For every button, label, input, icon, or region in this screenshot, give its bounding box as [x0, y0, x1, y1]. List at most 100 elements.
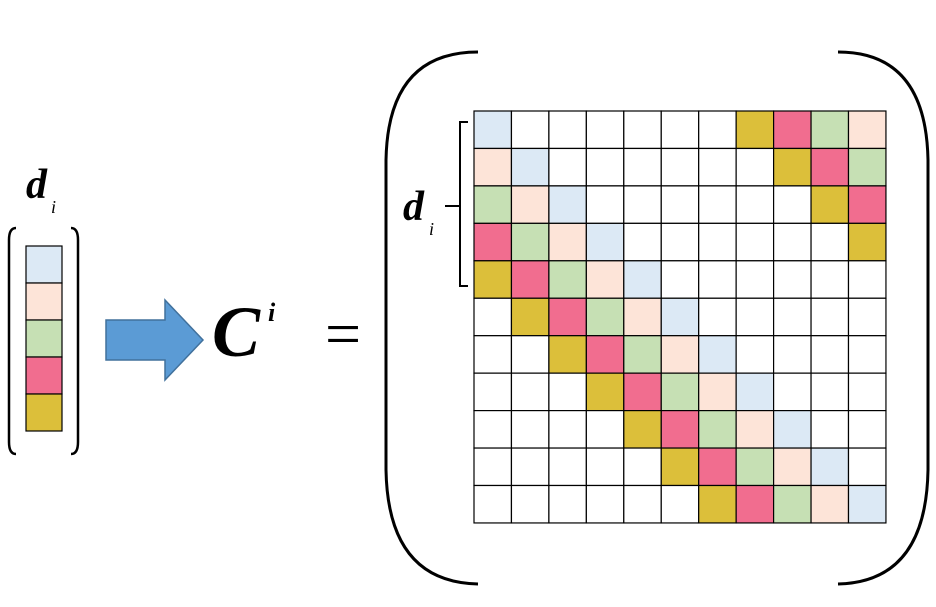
vector-cell	[25, 393, 63, 432]
matrix-cell	[735, 447, 775, 487]
matrix-cell	[473, 484, 513, 524]
matrix-cell	[772, 335, 812, 374]
matrix-cell	[623, 297, 662, 337]
matrix-cell	[473, 372, 513, 412]
matrix-cell	[698, 372, 737, 412]
matrix-cell	[548, 297, 587, 337]
vector-cell	[25, 356, 63, 395]
matrix-cell	[548, 185, 587, 224]
matrix-cell	[698, 447, 737, 487]
matrix-left-paren	[384, 50, 479, 586]
matrix-cell	[473, 297, 513, 337]
matrix-cell	[735, 484, 775, 524]
matrix-cell	[660, 372, 700, 412]
vector-label-subscript: i	[51, 197, 57, 217]
matrix-cell	[623, 372, 662, 412]
matrix-cell	[772, 297, 812, 337]
matrix-cell	[548, 410, 587, 449]
result-label-superscript: i	[268, 298, 276, 327]
matrix-cell	[585, 260, 625, 299]
matrix-cell	[698, 297, 737, 337]
matrix-cell	[772, 147, 812, 187]
matrix-cell	[548, 147, 587, 187]
matrix-cell	[510, 222, 550, 262]
vector-cells	[25, 245, 63, 432]
matrix-cell	[548, 447, 587, 487]
matrix-cell	[735, 110, 775, 150]
matrix-cell	[810, 110, 850, 150]
matrix-cell	[847, 110, 887, 150]
matrix-cell	[772, 410, 812, 449]
matrix-cell	[473, 447, 513, 487]
matrix-cell	[623, 447, 662, 487]
matrix-cell	[473, 222, 513, 262]
matrix-cell	[510, 185, 550, 224]
equals-sign: =	[325, 298, 362, 369]
vector-cell	[25, 245, 63, 284]
right-arrow-icon	[105, 298, 205, 382]
matrix-cell	[623, 185, 662, 224]
matrix-cell	[510, 484, 550, 524]
matrix-cell	[698, 185, 737, 224]
matrix-cell	[847, 222, 887, 262]
matrix-cell	[698, 410, 737, 449]
matrix-cell	[735, 410, 775, 449]
matrix-cell	[548, 260, 587, 299]
matrix-cell	[735, 222, 775, 262]
matrix-cell	[698, 484, 737, 524]
matrix-cell	[810, 410, 850, 449]
matrix-cell	[585, 484, 625, 524]
matrix-cell	[473, 335, 513, 374]
matrix-cell	[585, 110, 625, 150]
matrix-cell	[810, 297, 850, 337]
matrix-grid	[473, 110, 887, 524]
matrix-cell	[660, 297, 700, 337]
matrix-cell	[660, 185, 700, 224]
matrix-cell	[810, 335, 850, 374]
matrix-cell	[660, 335, 700, 374]
vector-cell	[25, 319, 63, 358]
matrix-cell	[810, 447, 850, 487]
matrix-cell	[660, 222, 700, 262]
matrix-cell	[623, 260, 662, 299]
matrix-cell	[735, 147, 775, 187]
matrix-cell	[510, 147, 550, 187]
matrix-cell	[623, 110, 662, 150]
matrix-cell	[772, 185, 812, 224]
matrix-cell	[698, 110, 737, 150]
matrix-cell	[473, 110, 513, 150]
matrix-cell	[698, 260, 737, 299]
matrix-cell	[585, 335, 625, 374]
matrix-cell	[772, 447, 812, 487]
matrix-cell	[548, 484, 587, 524]
matrix-cell	[473, 260, 513, 299]
matrix-cell	[847, 147, 887, 187]
matrix-cell	[660, 484, 700, 524]
matrix-cell	[847, 260, 887, 299]
matrix-cell	[810, 484, 850, 524]
matrix-cell	[847, 185, 887, 224]
matrix-cell	[772, 484, 812, 524]
matrix-cell	[847, 335, 887, 374]
matrix-cell	[660, 410, 700, 449]
matrix-cell	[810, 185, 850, 224]
matrix-cell	[585, 222, 625, 262]
matrix-cell	[585, 410, 625, 449]
matrix-cell	[510, 335, 550, 374]
matrix-cell	[810, 372, 850, 412]
matrix-cell	[548, 222, 587, 262]
matrix-cell	[585, 297, 625, 337]
matrix-cell	[510, 110, 550, 150]
matrix-cell	[810, 222, 850, 262]
matrix-di-bracket	[445, 121, 468, 287]
matrix-cell	[585, 447, 625, 487]
matrix-cell	[510, 297, 550, 337]
result-label: C	[212, 292, 261, 372]
matrix-cell	[735, 260, 775, 299]
matrix-cell	[772, 260, 812, 299]
matrix-cell	[623, 410, 662, 449]
matrix-cell	[810, 147, 850, 187]
matrix-cell	[548, 110, 587, 150]
matrix-cell	[847, 447, 887, 487]
